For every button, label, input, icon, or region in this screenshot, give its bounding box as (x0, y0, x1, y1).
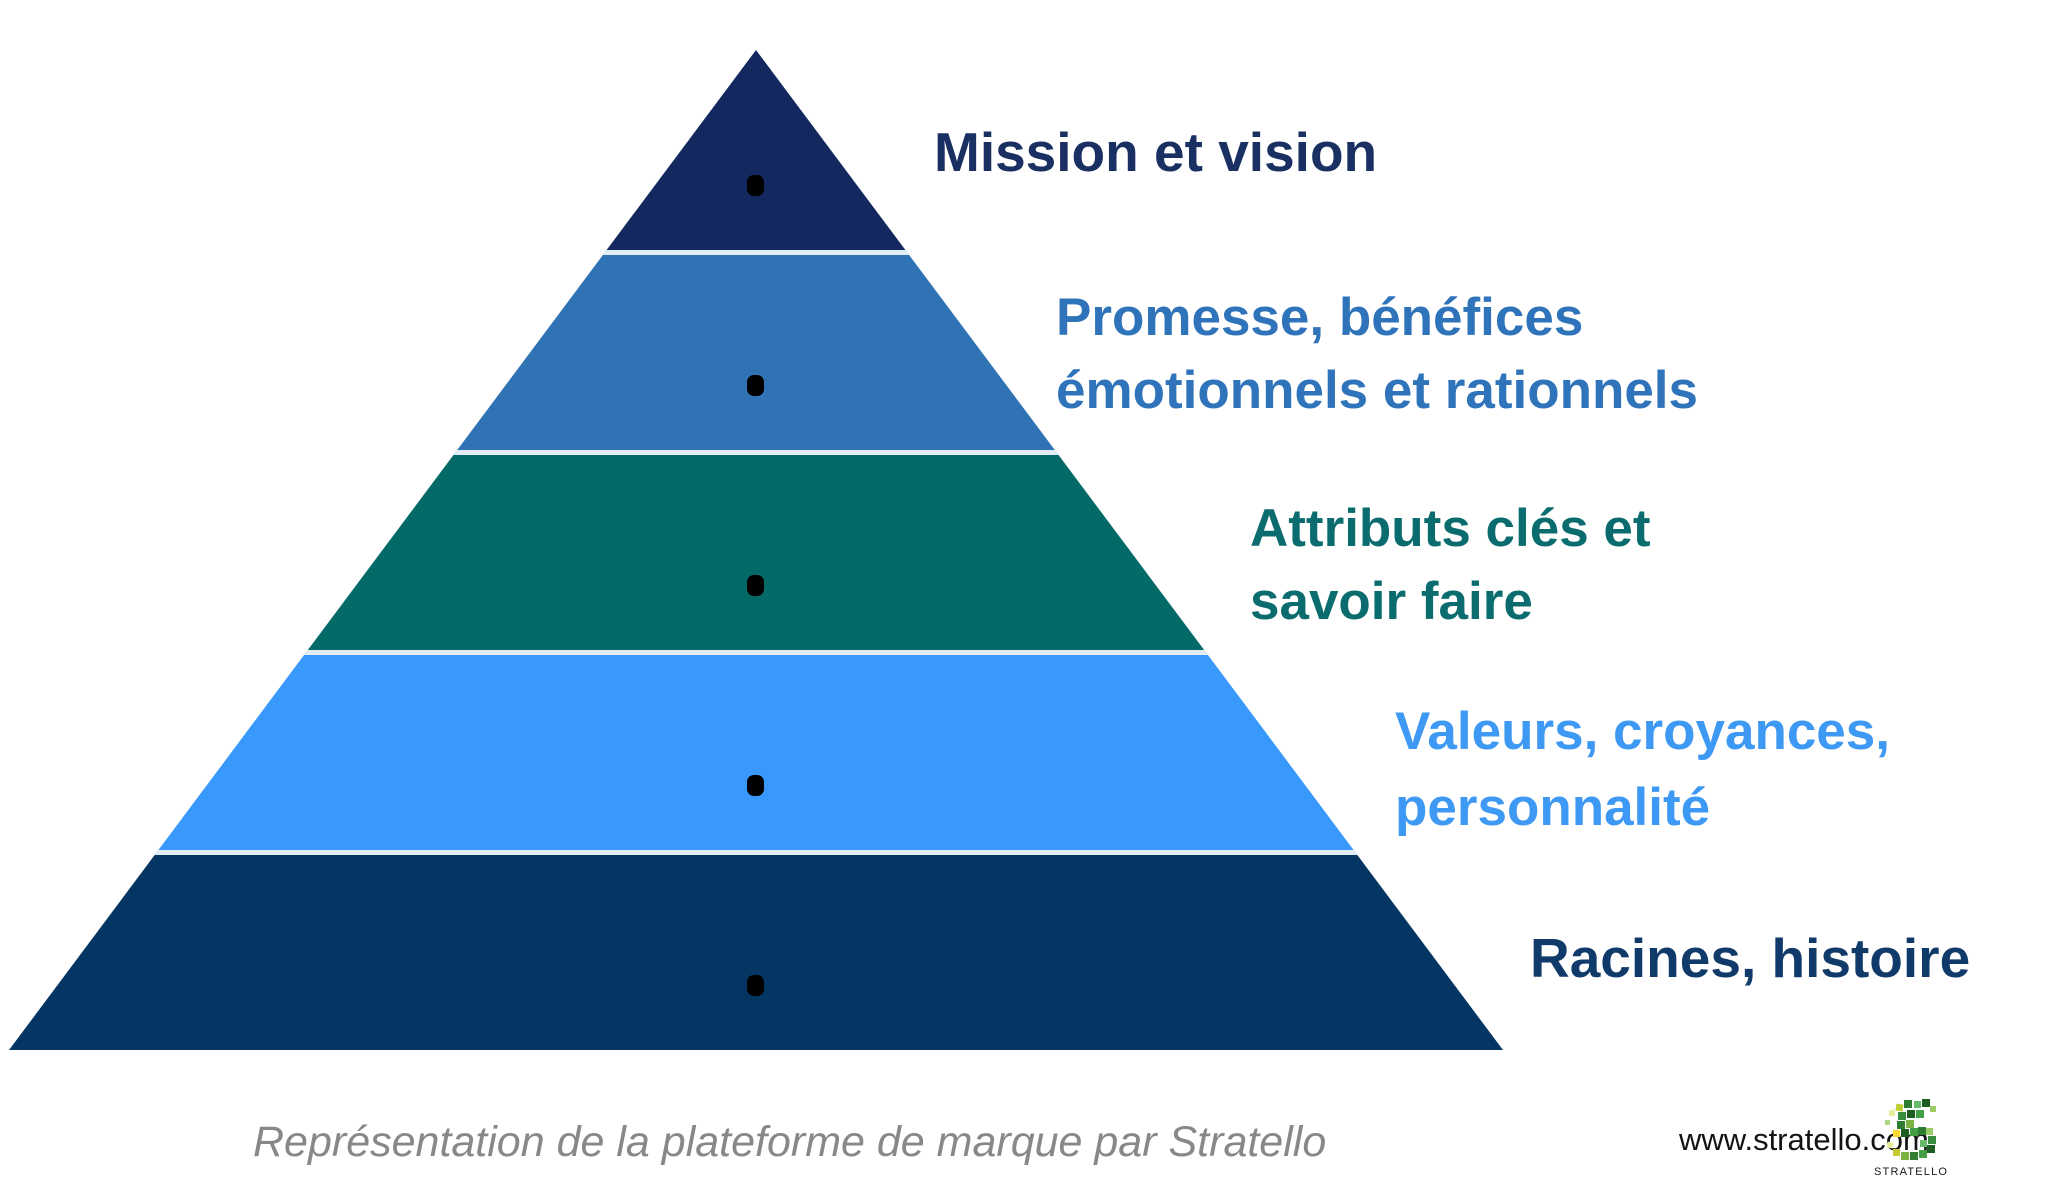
level-label-racines: Racines, histoire (1530, 926, 1970, 990)
level-label-line: Mission et vision (934, 121, 1378, 183)
level-label-promesse: Promesse, bénéfices émotionnels et ratio… (1056, 281, 1698, 427)
level-label-line: Promesse, bénéfices (1056, 288, 1584, 347)
bullet-dot-icon (747, 975, 764, 996)
level-label-line: Attributs clés et (1250, 499, 1651, 558)
pyramid-band-racines (9, 850, 1503, 1050)
level-label-line: Valeurs, croyances, (1395, 702, 1890, 761)
bullet-dot-icon (747, 375, 764, 396)
bullet-dot-icon (747, 575, 764, 596)
website-url: www.stratello.com (1679, 1122, 1929, 1157)
stratello-logo-icon (1885, 1099, 1936, 1160)
brand-pyramid (9, 50, 1503, 1050)
level-label-line: personnalité (1395, 778, 1711, 837)
level-label-valeurs: Valeurs, croyances, personnalité (1395, 694, 1890, 846)
pyramid-band-attributs (307, 450, 1205, 650)
pyramid-band-valeurs (158, 650, 1354, 850)
stratello-logo-wordmark: STRATELLO (1874, 1166, 1949, 1178)
level-label-line: Racines, histoire (1530, 927, 1971, 989)
level-label-mission: Mission et vision (934, 120, 1377, 184)
bullet-dot-icon (747, 175, 764, 196)
level-label-line: savoir faire (1250, 572, 1533, 631)
bullet-dot-icon (747, 775, 764, 796)
level-label-line: émotionnels et rationnels (1056, 361, 1699, 420)
level-label-attributs: Attributs clés et savoir faire (1250, 492, 1651, 638)
footer-caption: Représentation de la plateforme de marqu… (253, 1118, 1327, 1166)
